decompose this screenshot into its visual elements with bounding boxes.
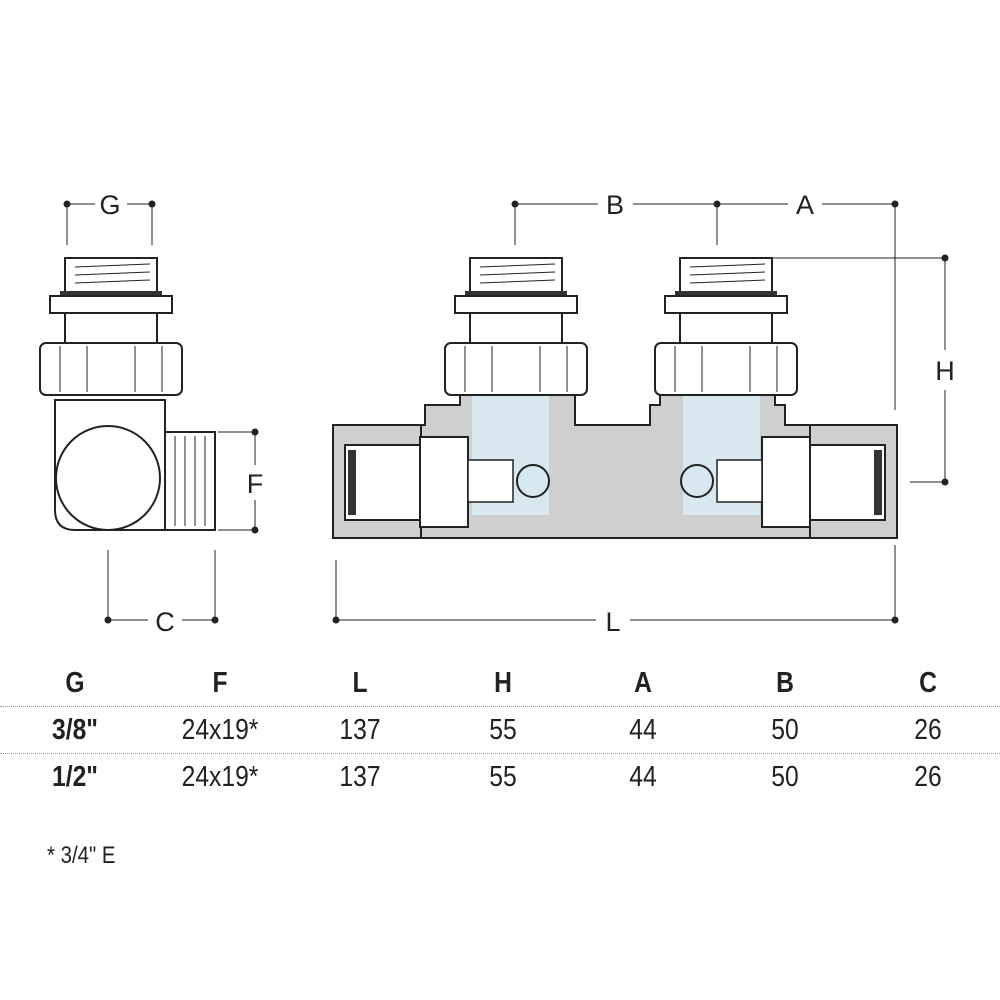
table-cell: 55 [489,761,517,793]
header-cell: H [494,667,512,699]
table-cell: 44 [629,761,657,793]
table-cell: 24x19* [181,714,259,746]
header-cell: G [65,667,85,699]
dim-label-g: G [99,190,120,220]
header-cell: B [776,667,794,699]
header-cell: C [919,667,937,699]
table-cell: 50 [771,761,799,793]
valve-technical-drawing: G B A H F C L [39,190,955,637]
side-view [39,257,216,531]
table-cell: 1/2" [52,761,98,793]
table-cell: 44 [629,714,657,746]
dim-label-a: A [796,190,814,220]
header-cell: L [352,667,368,699]
front-view [332,257,898,539]
table-cell: 55 [489,714,517,746]
dim-label-h: H [935,356,955,386]
dimension-lines [63,200,949,624]
table-header: G F L H A B C [0,660,1000,706]
table-row: 1/2" 24x19* 137 55 44 50 26 [0,754,1000,800]
table-cell: 137 [339,761,381,793]
dimensions-table: G F L H A B C 3/8" 24x19* 137 55 44 50 2… [0,660,1000,800]
header-cell: A [634,667,652,699]
header-cell: F [212,667,228,699]
dim-label-f: F [247,469,264,499]
table-cell: 26 [914,761,942,793]
table-cell: 137 [339,714,381,746]
dim-label-c: C [155,607,175,637]
table-cell: 3/8" [52,714,98,746]
row-divider [0,706,1000,707]
table-cell: 50 [771,714,799,746]
footnote: * 3/4" E [47,842,116,869]
table-cell: 26 [914,714,942,746]
table-row: 3/8" 24x19* 137 55 44 50 26 [0,707,1000,753]
dim-label-b: B [606,190,624,220]
row-divider [0,753,1000,754]
table-cell: 24x19* [181,761,259,793]
dim-label-l: L [605,607,620,637]
